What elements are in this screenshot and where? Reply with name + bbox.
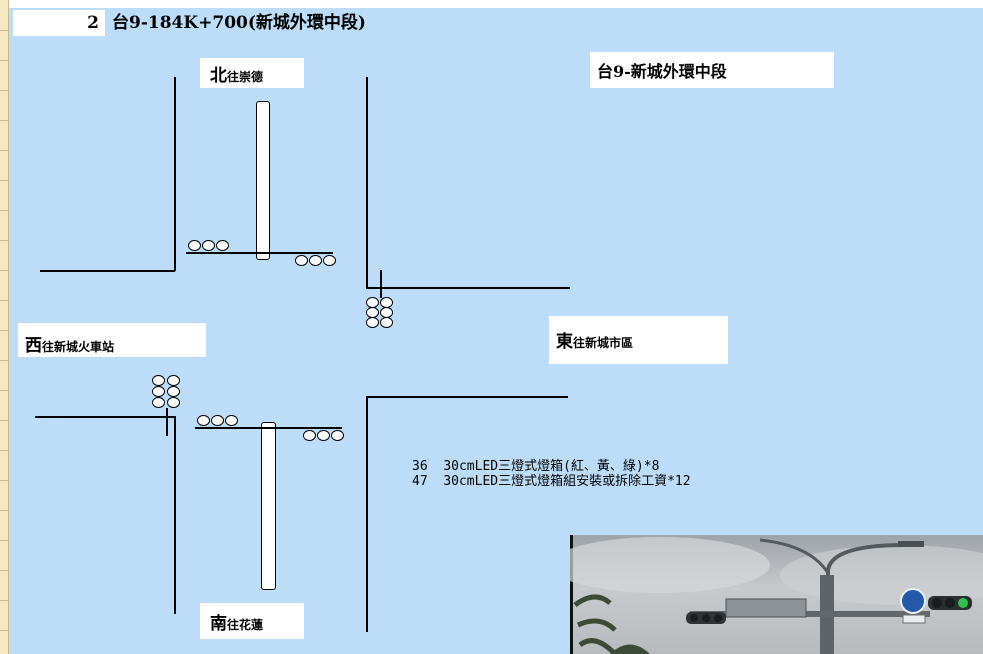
road-name-text: 台9-新城外環中段	[597, 62, 727, 81]
north-signal-pole	[256, 101, 270, 260]
road-edge-nw-vertical	[174, 77, 176, 271]
signal-lamp	[216, 240, 229, 251]
signal-lamp	[295, 255, 308, 266]
south-signal-arm	[195, 427, 342, 429]
south-label: 南往花蓮	[200, 603, 304, 639]
north-signal-arm	[186, 252, 333, 254]
signal-lamp	[380, 317, 393, 328]
signal-lamp	[152, 397, 165, 408]
west-dest: 往新城火車站	[42, 340, 115, 354]
south-signal-pole	[261, 422, 276, 590]
traffic-signal-photo	[570, 535, 983, 654]
road-edge-sw-vertical	[174, 416, 176, 614]
road-edge-ne-horizontal	[366, 287, 570, 289]
north-dest: 往崇德	[227, 70, 264, 84]
signal-lamp	[309, 255, 322, 266]
note-line: 47 30cmLED三燈式燈箱組安裝或拆除工資*12	[412, 474, 691, 489]
north-dir: 北	[210, 66, 227, 86]
row-header-strip	[0, 0, 9, 654]
signal-lamp	[323, 255, 336, 266]
road-edge-nw-horizontal	[40, 270, 175, 272]
signal-lamp	[167, 397, 180, 408]
signal-lamp	[167, 386, 180, 397]
road-edge-ne-vertical	[366, 77, 368, 288]
east-signal-post	[380, 270, 382, 298]
north-label: 北往崇德	[200, 58, 304, 88]
road-edge-se-horizontal	[366, 396, 568, 398]
photo-illustration	[570, 537, 983, 654]
west-label: 西往新城火車站	[18, 323, 206, 357]
header-title: 台9-184K+700(新城外環中段)	[112, 13, 366, 33]
south-dest: 往花蓮	[227, 618, 264, 632]
signal-lamp	[188, 240, 201, 251]
material-notes: 36 30cmLED三燈式燈箱(紅、黃、綠)*8 47 30cmLED三燈式燈箱…	[412, 459, 691, 489]
east-dest: 往新城市區	[573, 336, 634, 350]
signal-lamp	[152, 375, 165, 386]
east-label: 東往新城市區	[549, 316, 728, 364]
note-line: 36 30cmLED三燈式燈箱(紅、黃、綠)*8	[412, 459, 660, 474]
west-dir: 西	[25, 336, 42, 356]
signal-lamp	[197, 415, 210, 426]
south-dir: 南	[210, 614, 227, 634]
signal-lamp	[303, 430, 316, 441]
west-signal-post	[166, 408, 168, 436]
road-name-label: 台9-新城外環中段	[590, 52, 834, 88]
signal-lamp	[225, 415, 238, 426]
header-number: 2	[13, 10, 105, 36]
signal-lamp	[152, 386, 165, 397]
signal-lamp	[317, 430, 330, 441]
signal-lamp	[366, 317, 379, 328]
signal-lamp	[167, 375, 180, 386]
road-edge-se-vertical	[366, 396, 368, 632]
signal-lamp	[331, 430, 344, 441]
signal-lamp	[211, 415, 224, 426]
road-edge-sw-horizontal	[35, 416, 175, 418]
signal-lamp	[202, 240, 215, 251]
east-dir: 東	[556, 332, 573, 352]
